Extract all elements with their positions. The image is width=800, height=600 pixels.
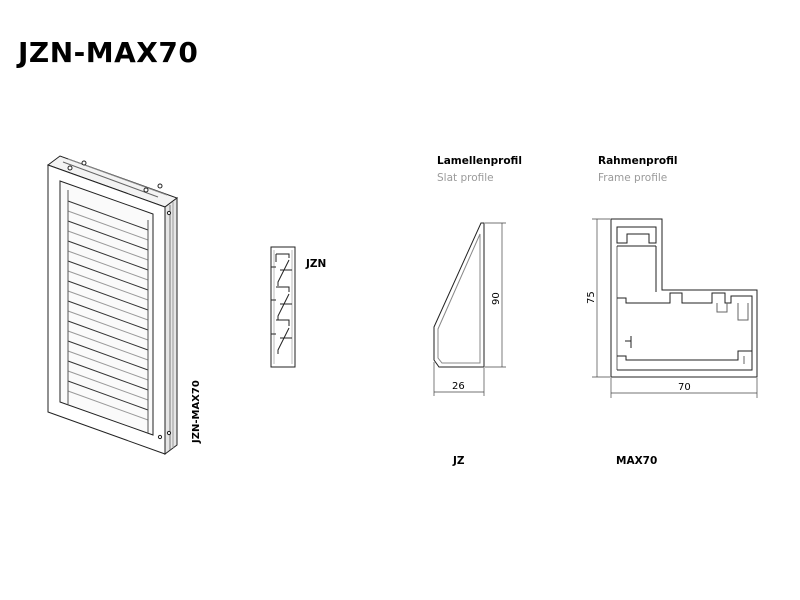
slat-profile-drawing [433, 222, 485, 368]
slat-dimensions [433, 222, 506, 396]
shutter-vertical-label: JZN-MAX70 [191, 380, 202, 444]
slat-profile-heading: Lamellenprofil [437, 155, 522, 167]
slat-detail-label: JZN [306, 258, 327, 270]
slat-detail-drawing [270, 246, 296, 368]
frame-profile-caption: MAX70 [616, 455, 658, 467]
slat-width-dimension: 26 [452, 381, 465, 392]
frame-profile-subheading: Frame profile [598, 172, 668, 184]
frame-width-dimension: 70 [678, 382, 691, 393]
page-title: JZN-MAX70 [18, 36, 199, 69]
shutter-drawing [46, 155, 179, 455]
slat-profile-subheading: Slat profile [437, 172, 494, 184]
slat-profile-caption: JZ [453, 455, 465, 467]
slat-height-dimension: 90 [491, 292, 502, 305]
frame-height-dimension: 75 [586, 291, 597, 304]
frame-dimensions [592, 218, 758, 398]
frame-profile-drawing [610, 218, 758, 378]
frame-profile-heading: Rahmenprofil [598, 155, 678, 167]
